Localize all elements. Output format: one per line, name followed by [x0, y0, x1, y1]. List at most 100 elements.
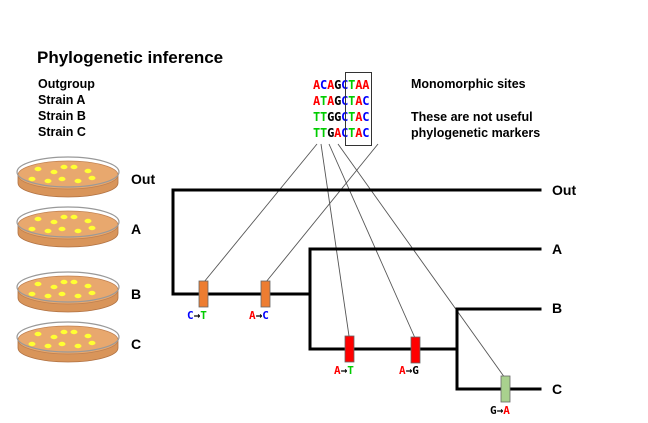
mutation-to-base: T: [200, 309, 207, 322]
colony: [44, 343, 52, 349]
mutation-to-base: A: [503, 404, 510, 417]
mutation-marker-a-to-c: [260, 280, 271, 308]
nucleotide-g: G: [327, 110, 335, 124]
colony: [88, 175, 96, 181]
nucleotide-t: T: [348, 126, 356, 140]
sequence-row-strain-a: ATAGCTAC: [313, 93, 369, 109]
mutation-from-base: A: [249, 309, 256, 322]
connector-line-site4: [337, 143, 506, 379]
colony: [44, 178, 52, 184]
mutation-marker-g-to-a: [500, 375, 511, 403]
connector-line-site3: [328, 143, 416, 339]
nucleotide-a: A: [355, 78, 363, 92]
leaf-label-out: Out: [552, 182, 577, 198]
nucleotide-t: T: [313, 126, 321, 140]
dish-label-out: Out: [131, 171, 156, 187]
colony: [70, 214, 78, 220]
mutation-label-g-to-a: G→A: [490, 404, 510, 417]
colony: [58, 226, 66, 232]
colony: [60, 164, 68, 170]
colony: [28, 341, 36, 347]
dish-agar: [17, 160, 119, 190]
colony: [44, 228, 52, 234]
nucleotide-g: G: [327, 126, 335, 140]
sequence-row-strain-c: TTGACTAC: [313, 125, 369, 141]
colony: [88, 340, 96, 346]
petri-dish-b: [16, 271, 120, 313]
connector-line-site2: [320, 143, 350, 337]
nucleotide-a: A: [355, 94, 363, 108]
monomorphic-sites-label: Monomorphic sites: [411, 77, 526, 91]
colony: [74, 293, 82, 299]
colony: [84, 168, 92, 174]
sequence-alignment: ACAGCTAA ATAGCTAC TTGGCTAC TTGACTAC: [313, 77, 369, 141]
colony: [34, 166, 42, 172]
nucleotide-t: T: [320, 126, 328, 140]
arrow-icon: →: [255, 309, 263, 322]
strain-list: Outgroup Strain A Strain B Strain C: [38, 76, 95, 140]
nucleotide-t: T: [320, 110, 328, 124]
arrow-icon: →: [340, 364, 348, 377]
nucleotide-g: G: [334, 94, 342, 108]
nucleotide-g: G: [334, 78, 342, 92]
colony: [50, 284, 58, 290]
mutation-label-a-to-g: A→G: [399, 364, 419, 377]
colony: [88, 225, 96, 231]
dish-lid: [16, 156, 120, 188]
mutation-marker-a-to-t: [344, 335, 355, 363]
mutation-label-a-to-c: A→C: [249, 309, 269, 322]
nucleotide-a: A: [327, 78, 335, 92]
colony: [44, 293, 52, 299]
nucleotide-a: A: [334, 126, 342, 140]
colony: [70, 279, 78, 285]
mutation-from-base: A: [399, 364, 406, 377]
strain-label-outgroup: Outgroup: [38, 77, 95, 91]
colony: [34, 331, 42, 337]
connector-line-site1: [203, 143, 318, 283]
mutation-to-base: T: [347, 364, 354, 377]
dish-agar: [17, 325, 119, 355]
mutation-from-base: G: [490, 404, 497, 417]
nucleotide-t: T: [320, 94, 328, 108]
colony: [50, 334, 58, 340]
mutation-marker-a-to-g: [410, 336, 421, 364]
nucleotide-t: T: [348, 94, 356, 108]
colony: [84, 283, 92, 289]
leaf-label-a: A: [552, 241, 563, 257]
mutation-from-base: A: [334, 364, 341, 377]
petri-dish-a: [16, 206, 120, 248]
dish-agar: [17, 275, 119, 305]
not-useful-note-line2: phylogenetic markers: [411, 126, 541, 140]
connector-line-site8: [265, 143, 379, 283]
petri-dish-c: [16, 321, 120, 363]
mutation-marker-c-to-t: [198, 280, 209, 308]
colony: [34, 281, 42, 287]
colony: [70, 164, 78, 170]
colony: [28, 226, 36, 232]
nucleotide-a: A: [355, 126, 363, 140]
nucleotide-c: C: [362, 110, 370, 124]
nucleotide-c: C: [362, 126, 370, 140]
not-useful-note: These are not useful phylogenetic marker…: [411, 109, 540, 141]
dish-label-a: A: [131, 221, 142, 237]
nucleotide-c: C: [341, 94, 349, 108]
sequence-row-strain-b: TTGGCTAC: [313, 109, 369, 125]
arrow-icon: →: [193, 309, 201, 322]
nucleotide-t: T: [313, 110, 321, 124]
nucleotide-a: A: [362, 78, 370, 92]
arrow-icon: →: [496, 404, 504, 417]
colony: [58, 176, 66, 182]
colony: [84, 333, 92, 339]
nucleotide-c: C: [341, 110, 349, 124]
colony: [60, 214, 68, 220]
mutation-to-base: G: [412, 364, 419, 377]
colony: [60, 279, 68, 285]
colony: [74, 228, 82, 234]
mutation-from-base: C: [187, 309, 194, 322]
colony: [74, 343, 82, 349]
nucleotide-t: T: [348, 110, 356, 124]
nucleotide-c: C: [320, 78, 328, 92]
nucleotide-c: C: [341, 78, 349, 92]
strain-label-a: Strain A: [38, 93, 86, 107]
